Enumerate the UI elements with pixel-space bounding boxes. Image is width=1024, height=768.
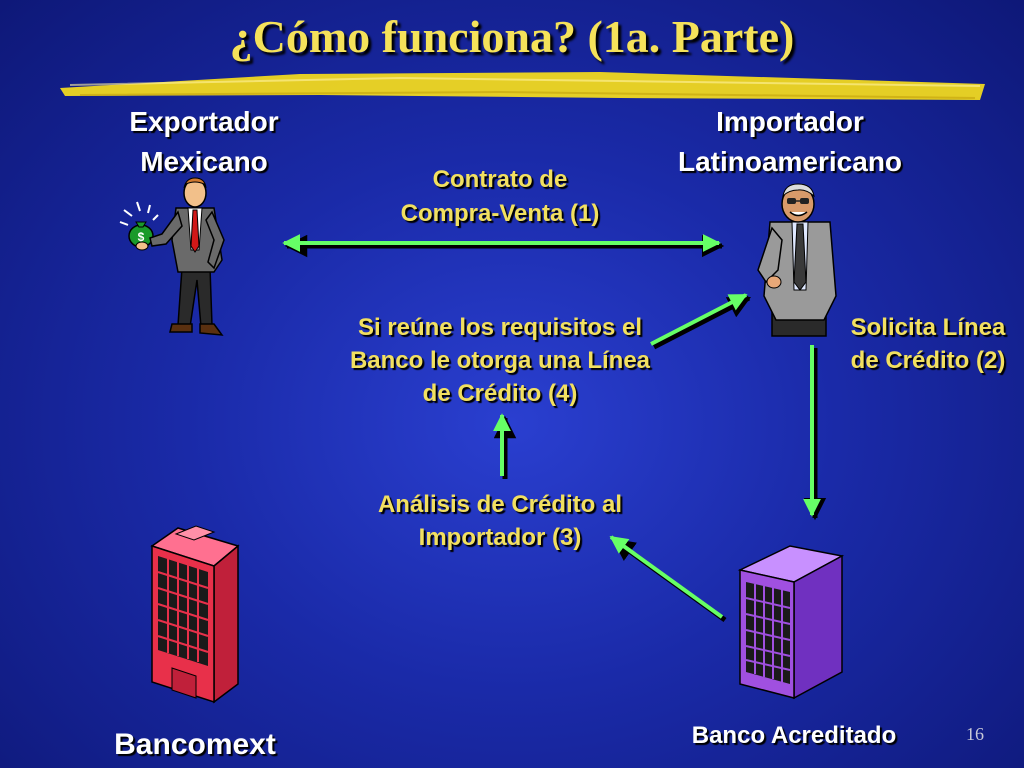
- step-credit-analysis-label: Análisis de Crédito al Importador (3): [360, 488, 640, 554]
- step-credit-analysis-line2: Importador (3): [418, 524, 582, 551]
- arrow-credit-request: [803, 345, 827, 521]
- exporter-figure: $: [119, 177, 225, 336]
- importer-label: Importador Latinoamericano: [660, 102, 920, 182]
- accredited-bank-label: Banco Acreditado: [691, 722, 897, 749]
- svg-text:$: $: [138, 230, 145, 244]
- title-underline: [60, 72, 985, 100]
- step-credit-request-label: Solicita Línea de Crédito (2): [836, 311, 1020, 377]
- bancomext-building-icon: [150, 525, 240, 704]
- step-contract-line1: Contrato de: [432, 166, 568, 193]
- importer-label-line2: Latinoamericano: [677, 146, 903, 177]
- accredited-bank-building-icon: [737, 545, 845, 700]
- step-credit-analysis-line1: Análisis de Crédito al: [377, 491, 623, 518]
- exporter-label-line2: Mexicano: [140, 146, 268, 177]
- arrow-analysis-up: [493, 413, 517, 479]
- arrow-contract: [282, 234, 725, 258]
- step-contract-line2: Compra-Venta (1): [400, 200, 600, 227]
- step-credit-line-line2: Banco le otorga una Línea: [349, 347, 651, 374]
- slide-title: ¿Cómo funciona? (1a. Parte): [229, 11, 795, 62]
- step-contract-label: Contrato de Compra-Venta (1): [370, 163, 630, 231]
- step-credit-line-label: Si reúne los requisitos el Banco le otor…: [330, 311, 670, 410]
- bancomext-label: Bancomext: [114, 728, 276, 761]
- step-credit-line-line3: de Crédito (4): [422, 380, 578, 407]
- exporter-label: Exportador Mexicano: [104, 102, 304, 182]
- step-credit-request-line2: de Crédito (2): [850, 347, 1006, 374]
- exporter-label-line1: Exportador: [129, 106, 279, 137]
- arrow-credit-analysis: [609, 535, 727, 623]
- step-credit-line-line1: Si reúne los requisitos el: [357, 314, 643, 341]
- arrow-credit-line: [650, 293, 751, 350]
- step-credit-request-line1: Solicita Línea: [850, 314, 1006, 341]
- page-number: 16: [966, 724, 984, 744]
- importer-label-line1: Importador: [716, 106, 864, 137]
- importer-figure: [757, 183, 837, 337]
